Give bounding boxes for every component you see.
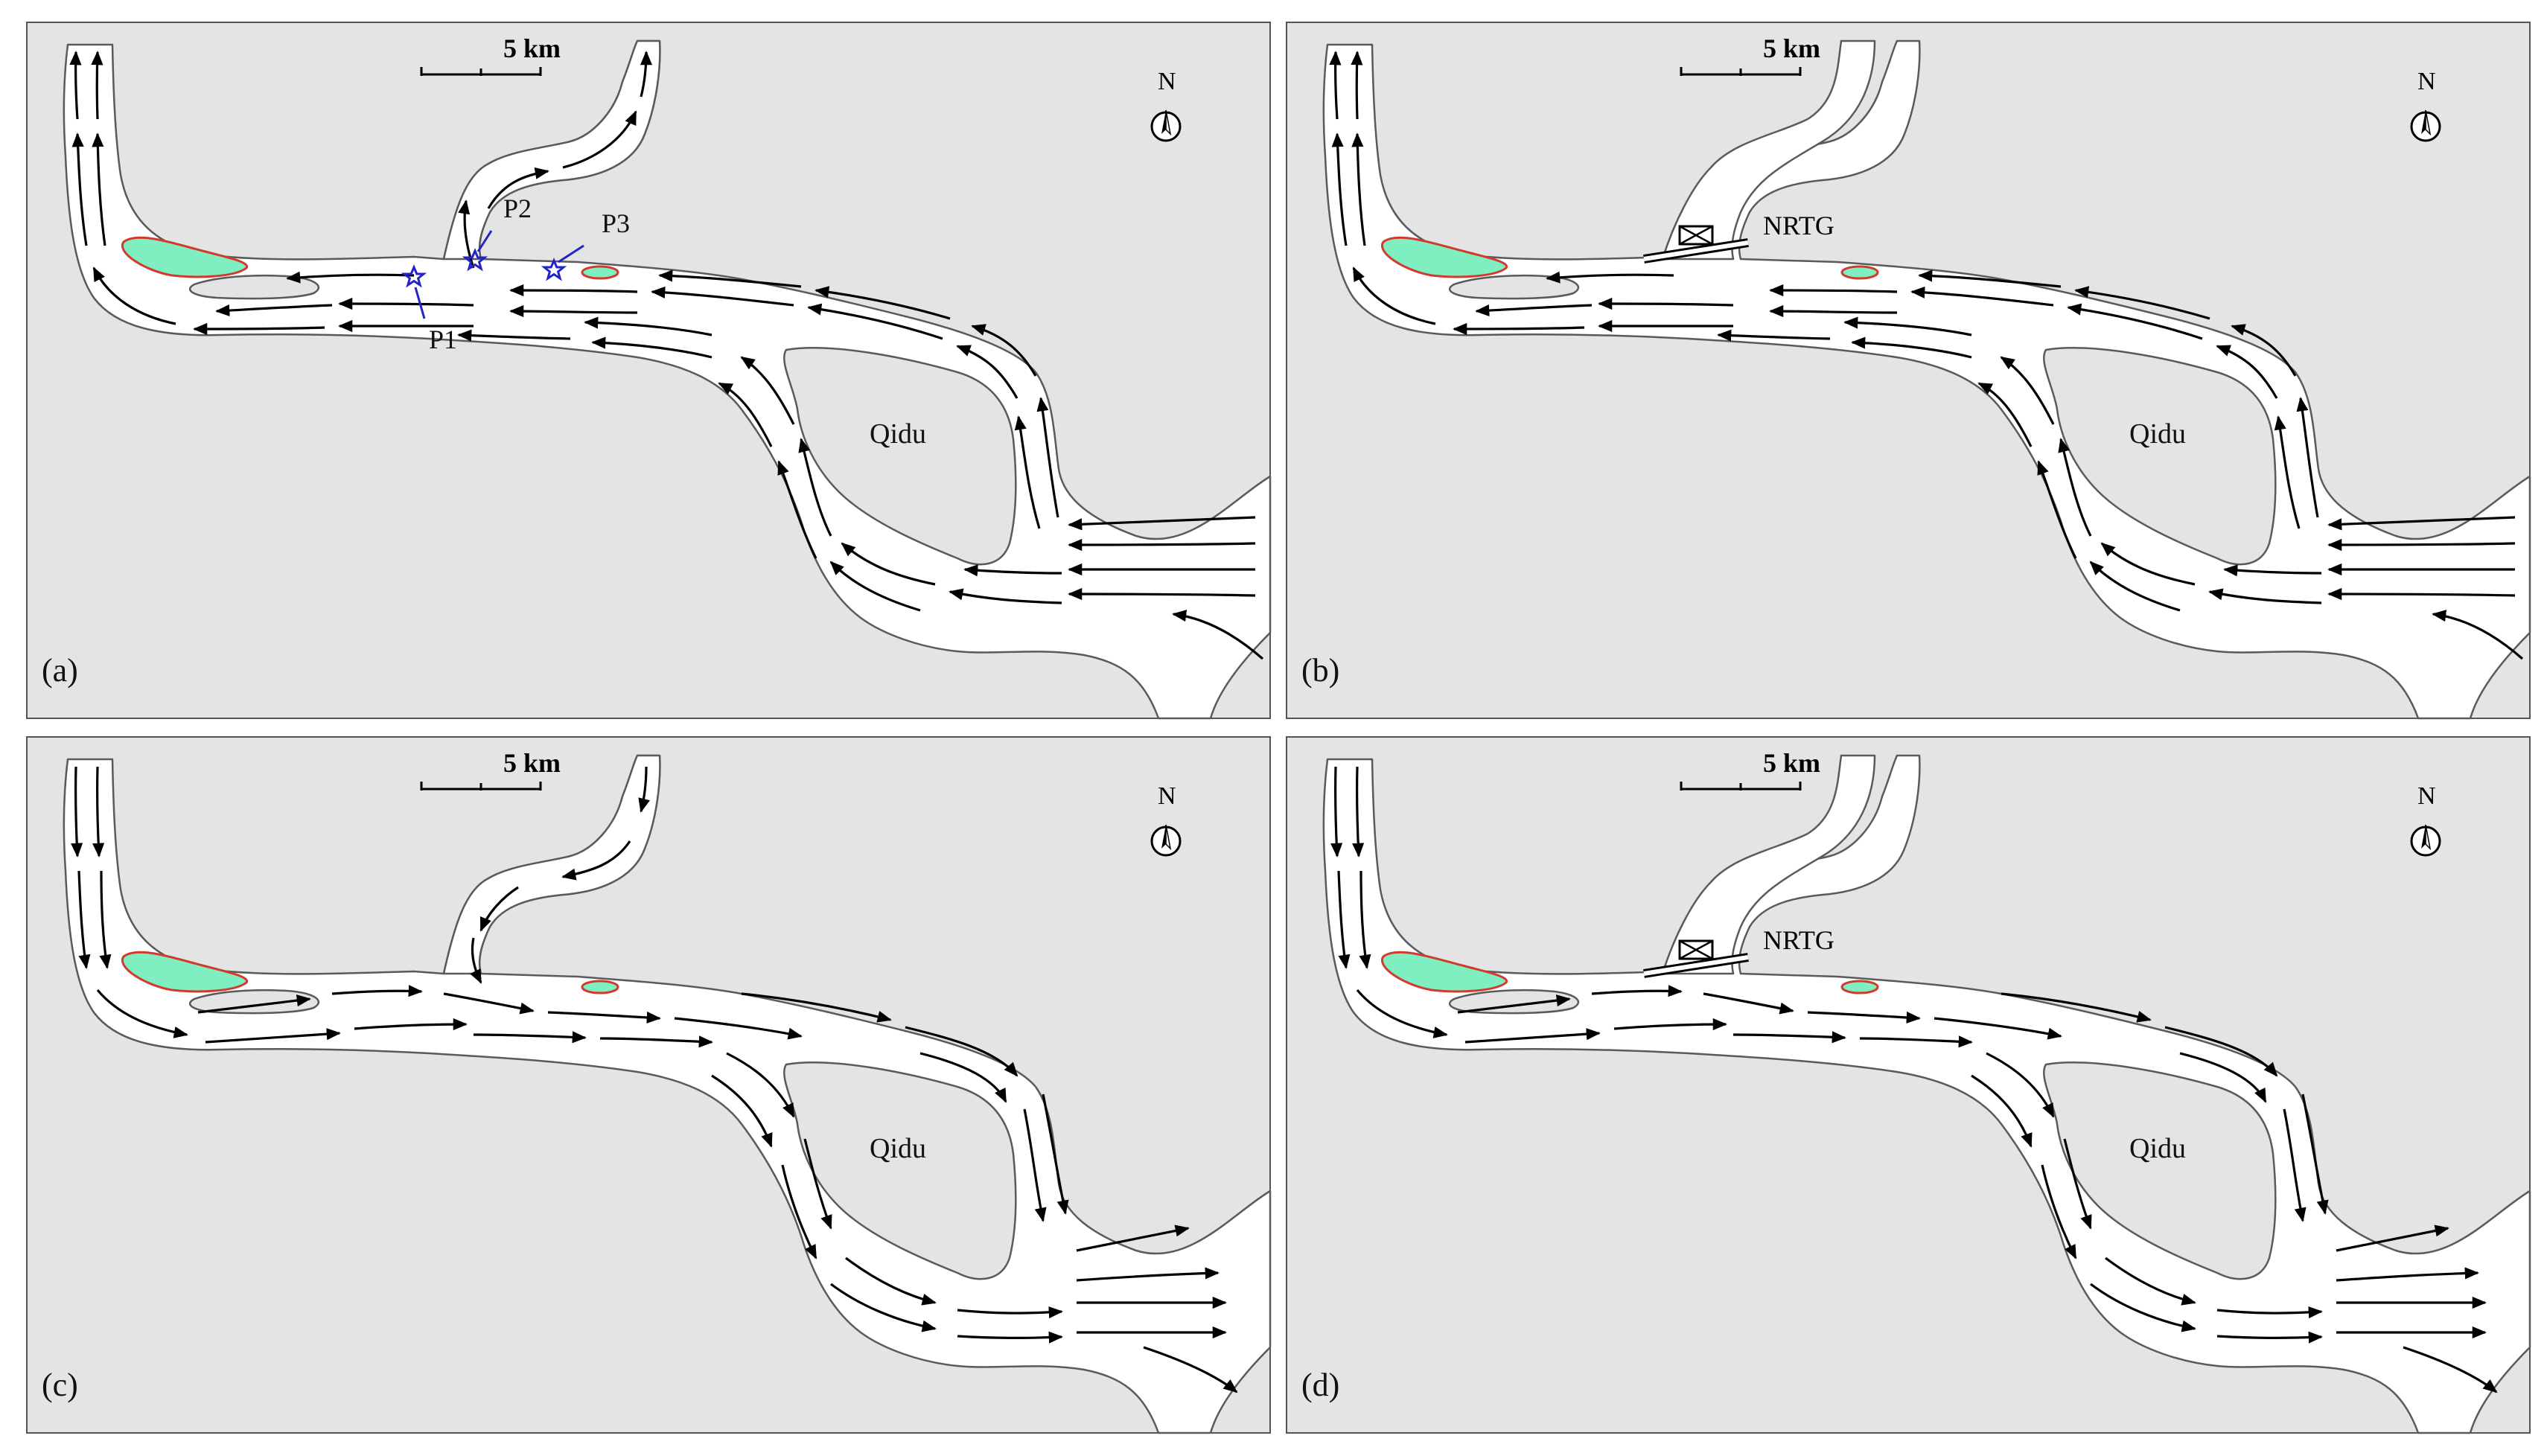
scale-label-c: 5 km	[503, 748, 561, 778]
panel-letter-d: (d)	[1301, 1367, 1339, 1403]
scale-label-a: 5 km	[503, 33, 561, 63]
island-label-qidu-a: Qidu	[870, 418, 926, 450]
panel-a: 5 km N Qidu (a) P1 P2 P3	[26, 22, 1272, 720]
monitor-point-p1: P1	[403, 266, 457, 354]
panel-d: NRTG 5 km N Qidu (d)	[1286, 736, 2531, 1434]
panel-c: 5 km N Qidu (c)	[26, 736, 1272, 1434]
point-label-p3: P3	[602, 208, 630, 238]
island-label-qidu-b: Qidu	[2129, 418, 2186, 450]
north-label-a: N	[1158, 68, 1176, 95]
point-label-p2: P2	[503, 194, 532, 223]
structure-label-d: NRTG	[1763, 925, 1834, 955]
point-label-p1: P1	[429, 325, 457, 354]
scale-label-b: 5 km	[1763, 33, 1820, 63]
panel-letter-c: (c)	[42, 1367, 78, 1403]
island-label-qidu-d: Qidu	[2129, 1133, 2186, 1164]
north-label-b: N	[2417, 68, 2436, 95]
panel-letter-a: (a)	[42, 652, 78, 689]
structure-label-b: NRTG	[1763, 211, 1834, 240]
island-label-qidu-c: Qidu	[870, 1133, 926, 1164]
panel-b: NRTG 5 km N Qidu (b)	[1286, 22, 2531, 720]
panel-letter-b: (b)	[1301, 652, 1339, 689]
monitor-point-p3: P3	[543, 208, 630, 280]
scale-label-d: 5 km	[1763, 748, 1820, 778]
north-label-c: N	[1158, 782, 1176, 810]
monitor-point-p2: P2	[464, 194, 532, 270]
north-label-d: N	[2417, 782, 2436, 810]
